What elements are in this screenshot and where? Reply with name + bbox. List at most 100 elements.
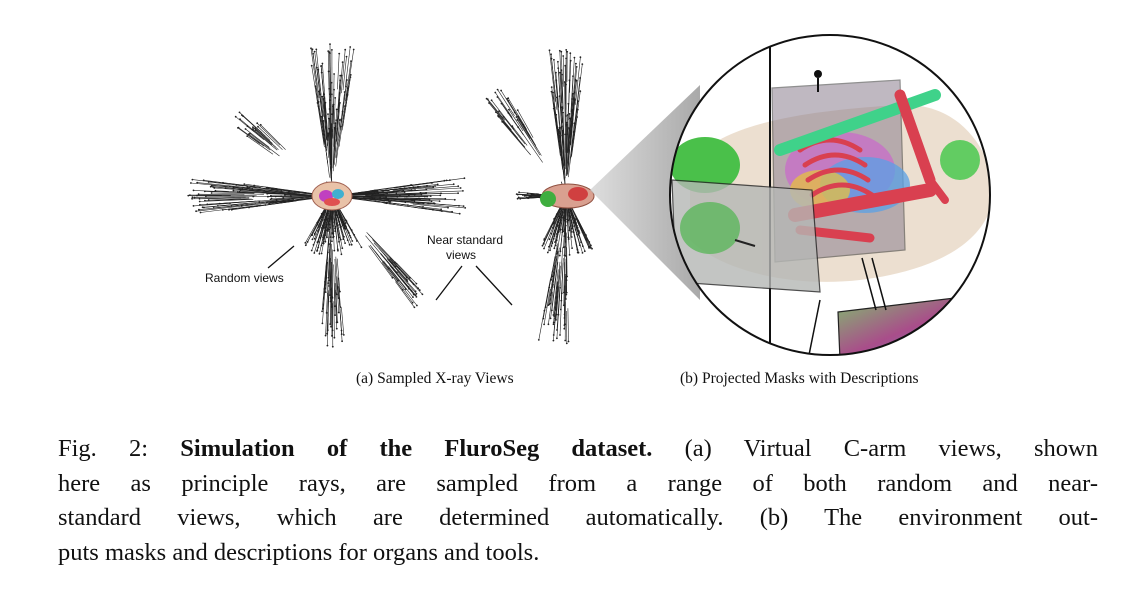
ray-source-dot [550, 232, 553, 235]
ray-source-dot [463, 177, 466, 180]
ray-line [334, 211, 340, 242]
ray-source-dot [496, 88, 499, 91]
ray-line [558, 206, 564, 233]
ray-source-dot [501, 120, 504, 123]
ray-source-dot [343, 236, 345, 238]
ray-source-dot [559, 250, 562, 253]
ray-source-dot [316, 66, 318, 69]
ray-line [398, 200, 435, 204]
ray-line [335, 256, 339, 299]
ray-line [572, 217, 584, 247]
ray-source-dot [419, 199, 421, 201]
ray-source-dot [331, 49, 333, 51]
ray-line [567, 133, 571, 174]
ray-source-dot [241, 188, 244, 191]
ray-line [564, 81, 566, 136]
ray-line [516, 116, 531, 139]
ray-source-dot [269, 198, 272, 201]
ray-source-dot [324, 334, 327, 337]
ray-line [545, 270, 553, 308]
ray-source-dot [246, 125, 249, 128]
ray-line [523, 124, 537, 146]
ray-source-dot [439, 194, 442, 197]
ray-source-dot [238, 111, 241, 114]
ray-source-dot [193, 196, 196, 199]
ray-line [325, 217, 330, 242]
ray-line [260, 124, 286, 150]
ray-source-dot [343, 225, 346, 227]
ray-source-dot [272, 201, 275, 203]
ray-source-dot [411, 199, 413, 202]
ray-source-dot [581, 245, 584, 248]
ray-line [334, 258, 337, 295]
ray-source-dot [568, 254, 571, 256]
zoom-cone [590, 85, 700, 300]
ray-source-dot [323, 219, 326, 222]
ray-line [252, 128, 272, 146]
ray-line [200, 207, 237, 213]
ray-source-dot [201, 206, 204, 209]
ray-line [570, 208, 580, 234]
ray-line [575, 218, 590, 249]
ray-line [321, 262, 327, 312]
ray-source-dot [430, 200, 433, 203]
ray-source-dot [507, 112, 510, 114]
ray-source-dot [413, 293, 416, 296]
ray-source-dot [495, 111, 497, 113]
sampled-rays-right [485, 49, 593, 345]
ray-source-dot [321, 310, 323, 313]
ray-line [569, 60, 571, 93]
ray-line [550, 54, 556, 97]
ray-source-dot [444, 197, 447, 200]
ray-line [192, 197, 242, 200]
ray-source-dot [500, 89, 502, 92]
ray-source-dot [548, 49, 551, 52]
ray-source-dot [543, 323, 545, 326]
ray-source-dot [244, 128, 247, 130]
ray-line [345, 46, 351, 87]
ray-line [254, 127, 273, 144]
ray-source-dot [494, 91, 497, 94]
ray-line [569, 93, 574, 136]
ray-source-dot [457, 192, 459, 195]
ray-source-dot [337, 249, 339, 252]
ray-line [383, 192, 427, 195]
ray-source-dot [331, 345, 334, 348]
ray-line [256, 122, 281, 146]
ray-line [210, 186, 248, 190]
ray-source-dot [397, 279, 399, 282]
ray-source-dot [559, 71, 561, 74]
ray-line [548, 218, 559, 247]
ray-source-dot [199, 211, 202, 214]
ray-source-dot [453, 198, 456, 201]
ray-line [326, 280, 329, 313]
ray-source-dot [327, 50, 330, 52]
ray-line [572, 66, 577, 117]
ray-source-dot [326, 344, 329, 347]
ray-source-dot [565, 121, 568, 124]
ray-line [383, 260, 407, 290]
ray-line [334, 120, 337, 156]
ray-source-dot [313, 237, 316, 240]
ray-source-dot [315, 48, 318, 51]
ray-source-dot [335, 108, 338, 111]
ray-source-dot [556, 329, 558, 331]
ray-line [577, 218, 592, 246]
ray-source-dot [521, 194, 524, 196]
ray-source-dot [330, 325, 332, 328]
ray-source-dot [518, 191, 520, 194]
ray-line [345, 61, 352, 102]
ray-source-dot [554, 244, 557, 247]
ray-line [337, 277, 341, 308]
ray-source-dot [352, 48, 355, 51]
ray-line [368, 245, 393, 278]
ray-source-dot [542, 317, 545, 320]
ray-line [315, 86, 322, 123]
ray-source-dot [346, 239, 349, 242]
ray-line [575, 57, 581, 105]
ray-line [325, 241, 329, 285]
ray-source-dot [588, 247, 590, 249]
ray-line [508, 109, 524, 132]
ray-line [551, 261, 559, 311]
ray-source-dot [310, 64, 313, 67]
